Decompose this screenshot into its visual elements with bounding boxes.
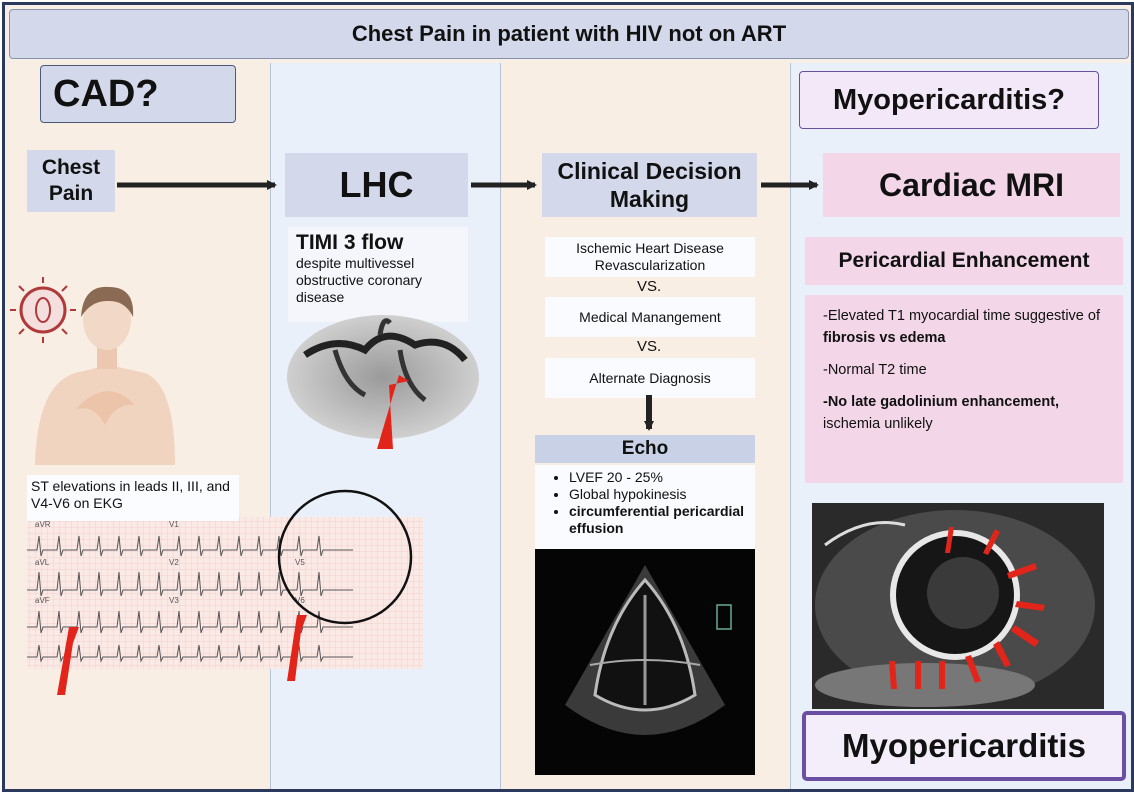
ekg-lead-v6: V6 [295, 596, 305, 605]
echo-findings: LVEF 20 - 25% Global hypokinesis circumf… [535, 465, 755, 549]
cardiac-mri-box: Cardiac MRI [823, 153, 1120, 217]
red-arrow-mri-9 [915, 661, 921, 689]
ekg-lead-avf: aVF [35, 596, 50, 605]
finding-t1-text: -Elevated T1 myocardial time suggestive … [823, 308, 1100, 324]
red-arrows [57, 375, 1045, 695]
vs-label-1: VS. [637, 278, 662, 295]
echo-item-hypokinesis: Global hypokinesis [569, 486, 755, 503]
red-arrow-angio [377, 375, 409, 449]
page-title: Chest Pain in patient with HIV not on AR… [9, 9, 1129, 59]
finding-t1: -Elevated T1 myocardial time suggestive … [823, 305, 1105, 349]
echo-image [535, 549, 755, 775]
chest-pain-box: Chest Pain [27, 150, 115, 212]
red-arrow-mri-3 [1007, 563, 1037, 579]
vs-label-2: VS. [637, 338, 662, 355]
option-revascularization: Ischemic Heart Disease Revascularization [545, 237, 755, 277]
myopericarditis-question: Myopericarditis? [799, 71, 1099, 129]
red-arrow-mri-6 [993, 641, 1011, 667]
red-arrow-mri-1 [945, 527, 954, 553]
st-elevation-note: ST elevations in leads II, III, and V4-V… [27, 475, 239, 521]
timi-title: TIMI 3 flow [296, 231, 404, 254]
finding-lge: -No late gadolinium enhancement, ischemi… [823, 391, 1105, 435]
mri-findings: -Elevated T1 myocardial time suggestive … [805, 295, 1123, 483]
red-arrow-mri-10 [939, 661, 945, 689]
ekg-lead-avl: aVL [35, 558, 50, 567]
virus-icon [10, 277, 76, 343]
red-arrow-mri-7 [965, 655, 981, 683]
red-arrow-ekg-1 [57, 627, 79, 695]
finding-t2: -Normal T2 time [823, 362, 927, 378]
cardiac-mri-image [812, 503, 1104, 709]
red-arrow-mri-2 [983, 529, 1000, 555]
red-arrow-mri-8 [889, 661, 897, 689]
finding-lge-text: ischemia unlikely [823, 416, 933, 432]
clinical-decision-box: Clinical Decision Making [542, 153, 757, 217]
ekg-lead-v3: V3 [169, 596, 179, 605]
ekg-lead-v5: V5 [295, 558, 305, 567]
patient-illustration [35, 286, 175, 465]
finding-lge-bold: -No late gadolinium enhancement, [823, 394, 1060, 410]
ekg-image: aVR V1 aVL V2 V5 aVF V3 V6 [27, 489, 423, 669]
angiogram-image [287, 315, 479, 439]
option-alternate-diagnosis: Alternate Diagnosis [545, 358, 755, 398]
echo-item-effusion: circumferential pericardial effusion [569, 503, 755, 537]
graphics-layer: aVR V1 aVL V2 V5 aVF V3 V6 [10, 180, 1104, 775]
timi-box: TIMI 3 flow despite multivessel obstruct… [288, 227, 468, 322]
cad-heading: CAD? [40, 65, 236, 123]
option-medical-management: Medical Manangement [545, 297, 755, 337]
red-arrow-mri-4 [1015, 601, 1045, 611]
pericardial-enhancement-title: Pericardial Enhancement [805, 237, 1123, 285]
echo-title: Echo [535, 435, 755, 463]
ekg-highlight-circle [277, 489, 413, 625]
finding-t1-bold: fibrosis vs edema [823, 330, 946, 346]
echo-item-lvef: LVEF 20 - 25% [569, 469, 755, 486]
lhc-box: LHC [285, 153, 468, 217]
red-arrow-mri-5 [1011, 625, 1039, 647]
timi-description: despite multivessel obstructive coronary… [296, 255, 423, 305]
ekg-lead-avr: aVR [35, 520, 51, 529]
ekg-lead-v2: V2 [169, 558, 179, 567]
ekg-lead-v1: V1 [169, 520, 179, 529]
red-arrow-ekg-2 [287, 615, 307, 681]
myopericarditis-final: Myopericarditis [802, 711, 1126, 781]
